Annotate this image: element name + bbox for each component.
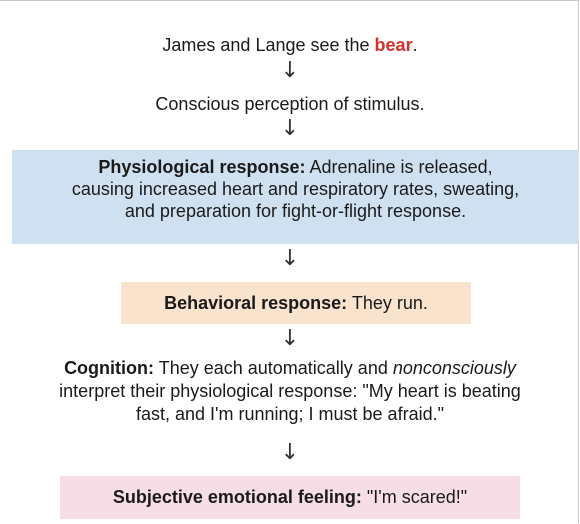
- down-arrow-icon: ↓: [280, 326, 300, 351]
- step-conscious-perception: Conscious perception of stimulus.: [155, 94, 425, 114]
- physiological-response-label: Physiological response:: [98, 157, 306, 177]
- physiological-response-box: Physiological response: Adrenaline is re…: [12, 150, 579, 244]
- cognition-line-2: interpret their physiological response: …: [59, 381, 521, 401]
- physiological-response-line-3: and preparation for fight-or-flight resp…: [124, 201, 467, 221]
- cognition-label: Cognition:: [64, 358, 155, 378]
- physiological-response-line-2: causing increased heart and respiratory …: [71, 179, 520, 199]
- behavioral-response-box: Behavioral response: They run.: [121, 282, 471, 324]
- down-arrow-icon: ↓: [280, 246, 300, 271]
- behavioral-response-text: They run.: [347, 293, 428, 313]
- down-arrow-icon: ↓: [280, 58, 300, 83]
- cognition-line-3: fast, and I'm running; I must be afraid.…: [136, 404, 444, 424]
- behavioral-response-label: Behavioral response:: [164, 293, 348, 313]
- bear-highlight: bear: [374, 35, 413, 55]
- physiological-response-line-1: Adrenaline is released,: [305, 157, 493, 177]
- step-see-bear: James and Lange see the bear.: [0, 34, 580, 56]
- down-arrow-icon: ↓: [280, 440, 300, 465]
- step-see-bear-prefix: James and Lange see the: [162, 35, 375, 55]
- down-arrow-icon: ↓: [280, 116, 300, 141]
- step-see-bear-suffix: .: [412, 35, 418, 55]
- subjective-feeling-text: "I'm scared!": [361, 487, 468, 507]
- subjective-feeling-box: Subjective emotional feeling: "I'm scare…: [60, 476, 520, 519]
- cognition-block: Cognition: They each automatically and n…: [0, 357, 580, 426]
- cognition-line-1: They each automatically and: [154, 358, 393, 378]
- cognition-nonconsciously: nonconsciously: [392, 358, 516, 378]
- subjective-feeling-label: Subjective emotional feeling:: [112, 487, 362, 507]
